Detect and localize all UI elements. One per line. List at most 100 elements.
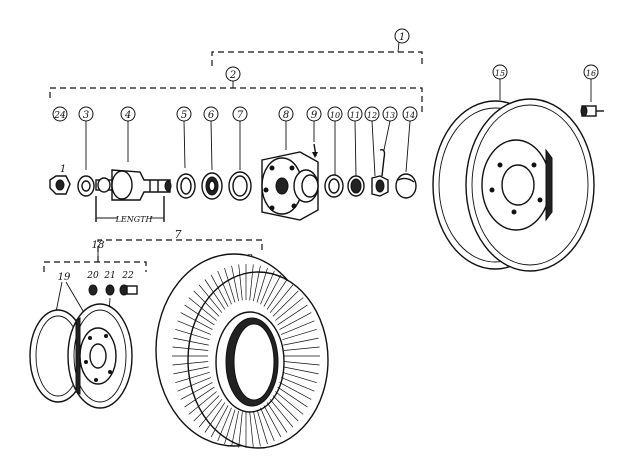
callout-11-text: 11 [350, 111, 360, 120]
callout-15: 15 [492, 64, 508, 100]
length-label: LENGTH [115, 215, 154, 224]
tread-line [263, 274, 282, 307]
nut-part: 1 [49, 164, 71, 195]
tread-line [260, 407, 275, 442]
tread-line [266, 402, 288, 433]
callout-7b-text: 7 [175, 228, 182, 241]
callout-4-text: 4 [124, 110, 131, 121]
grease-fitting-9 [312, 143, 318, 158]
tread-line [280, 320, 315, 335]
callout-13-text: 13 [385, 111, 395, 120]
tread-line [204, 402, 226, 433]
tread-line [282, 328, 317, 341]
tread-line [210, 405, 229, 438]
tread-line [275, 391, 304, 415]
tread-line [217, 407, 232, 442]
callout-6: 6 [203, 106, 219, 171]
callout-7: 7 [232, 106, 248, 170]
callout-19-text: 19 [58, 272, 71, 283]
tread-line [282, 371, 317, 384]
tread-line [238, 264, 243, 301]
tread-line [175, 328, 210, 341]
tread-line [275, 297, 304, 321]
cotter-pin-13 [379, 148, 386, 177]
hub-part [261, 151, 319, 221]
wheel-rim-15 [432, 98, 595, 272]
tread-line [217, 270, 232, 305]
callout-22-text: 22 [121, 271, 134, 281]
callout-10-text: 10 [330, 111, 340, 120]
tread-line [173, 366, 209, 375]
tread-line [198, 399, 223, 428]
tread-line [279, 382, 312, 400]
tread-line [177, 377, 212, 392]
tread-line [210, 274, 229, 307]
bracket-18: 18 [43, 240, 147, 272]
callout-24: 24 [52, 106, 68, 122]
callout-11: 11 [347, 106, 363, 177]
callout-13: 13 [382, 106, 398, 151]
tread-line [256, 409, 268, 445]
callout-8-text: 8 [283, 110, 289, 121]
bearing-cone-11 [347, 175, 365, 197]
callout-1-text: 1 [399, 32, 405, 43]
bearing-cup-5 [176, 173, 196, 199]
tread-line [269, 399, 294, 428]
tire-tread [172, 264, 320, 448]
small-wheel-rim-19 [29, 303, 133, 409]
tread-line [173, 337, 209, 346]
valve-stem-22 [119, 284, 138, 296]
tread-line [266, 279, 288, 310]
callout-16-text: 16 [586, 69, 596, 78]
tread-line [231, 265, 239, 302]
bracket-17: 7 [97, 228, 263, 262]
callout-2-text: 2 [229, 70, 236, 81]
callout-19: 19 [55, 272, 87, 317]
tread-line [188, 297, 217, 321]
tread-line [184, 386, 215, 408]
hub-cap-14 [395, 173, 417, 199]
callout-8: 8 [278, 106, 294, 150]
tread-line [224, 267, 236, 303]
bearing-race-7 [228, 171, 252, 201]
tread-line [175, 371, 210, 384]
tread-line [249, 411, 254, 448]
tread-line [283, 361, 320, 366]
tread-line [177, 320, 212, 335]
callout-6-text: 6 [208, 110, 215, 121]
callout-2: 2 [225, 66, 241, 88]
callout-3: 3 [78, 106, 94, 170]
tread-line [188, 391, 217, 415]
spindle-nut-12 [371, 175, 389, 197]
callout-9-text: 9 [311, 110, 318, 121]
tread-line [253, 265, 261, 302]
bearing-cone-6 [201, 172, 223, 200]
tread-line [193, 290, 220, 317]
lug-nut-21 [105, 284, 115, 296]
callout-1: 1 [394, 28, 410, 53]
length-dimension: LENGTH [95, 196, 165, 224]
tread-line [263, 405, 282, 438]
callout-7-text: 7 [237, 110, 244, 121]
callout-15-text: 15 [495, 69, 505, 78]
tire-23 [155, 253, 329, 449]
tread-line [283, 337, 319, 346]
callout-21-text: 21 [103, 271, 115, 281]
callout-12: 12 [364, 106, 380, 177]
callout-20: 20 [86, 271, 99, 281]
callout-22: 22 [121, 271, 134, 281]
tread-line [256, 267, 268, 303]
nut-callout-text: 1 [60, 164, 66, 175]
tread-line [279, 312, 312, 330]
tread-line [172, 361, 209, 366]
tread-line [272, 290, 299, 317]
callout-24-text: 24 [53, 111, 66, 121]
callout-5-text: 5 [181, 110, 187, 121]
callout-4: 4 [120, 106, 136, 162]
tread-line [280, 377, 315, 392]
tread-line [204, 279, 226, 310]
washer-part [77, 175, 95, 197]
bracket-assembly-2 [49, 87, 423, 112]
callout-14-text: 14 [405, 111, 415, 120]
